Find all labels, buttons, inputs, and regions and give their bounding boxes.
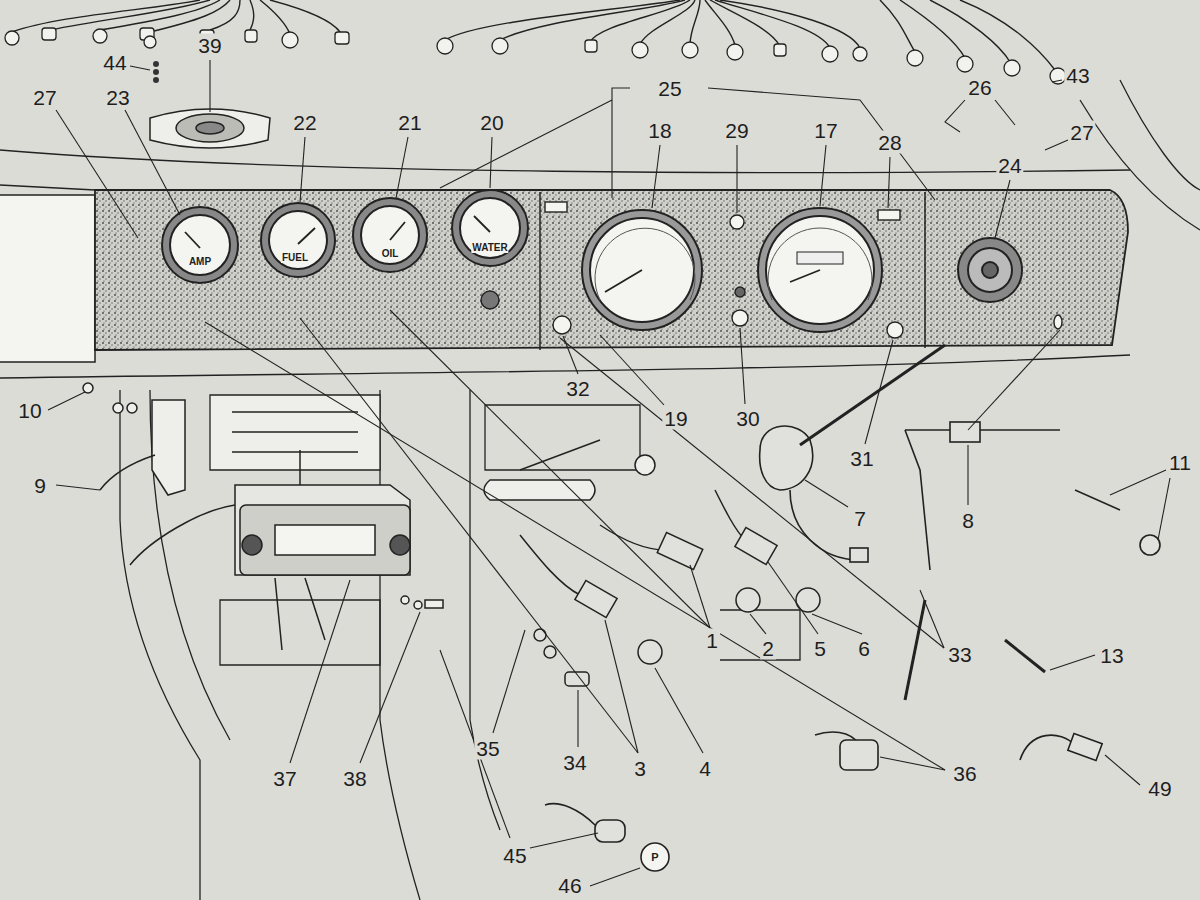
callout-number: 17	[812, 119, 839, 142]
callout-number: 33	[946, 643, 973, 666]
callout-number: 24	[996, 154, 1023, 177]
callout-number: 38	[341, 767, 368, 790]
callout-number: 4	[697, 757, 713, 780]
callout-number: 6	[856, 637, 872, 660]
callout-number: 13	[1098, 644, 1125, 667]
callout-number: 49	[1146, 777, 1173, 800]
callout-number: 20	[478, 111, 505, 134]
callout-number: 37	[271, 767, 298, 790]
callout-number: 3	[632, 757, 648, 780]
callout-number: 34	[561, 751, 588, 774]
callout-number: 27	[31, 86, 58, 109]
callout-number: 44	[101, 51, 128, 74]
callout-number: 26	[966, 76, 993, 99]
callout-number: 5	[812, 637, 828, 660]
callout-number: 7	[852, 507, 868, 530]
gauge-label: OIL	[381, 249, 400, 259]
callout-number: 29	[723, 119, 750, 142]
callout-number: 25	[656, 77, 683, 100]
callout-number: 32	[564, 377, 591, 400]
callout-number: 31	[848, 447, 875, 470]
knob-label: P	[650, 852, 659, 863]
callout-number: 2	[760, 637, 776, 660]
callout-number: 22	[291, 111, 318, 134]
callout-number: 19	[662, 407, 689, 430]
callout-number: 1	[704, 629, 720, 652]
callout-number: 8	[960, 509, 976, 532]
callout-number: 18	[646, 119, 673, 142]
callout-number: 27	[1068, 121, 1095, 144]
callout-number: 23	[104, 86, 131, 109]
callout-number: 30	[734, 407, 761, 430]
callout-number: 46	[556, 873, 583, 896]
callout-number: 39	[196, 34, 223, 57]
gauge-label: WATER	[471, 243, 508, 253]
callout-number: 9	[32, 474, 48, 497]
callout-number: 28	[876, 131, 903, 154]
callout-number: 10	[16, 399, 43, 422]
callout-number: 43	[1064, 64, 1091, 87]
callout-number: 11	[1167, 451, 1193, 474]
callout-number: 35	[474, 737, 501, 760]
callout-number: 45	[501, 844, 528, 867]
callout-number: 21	[396, 111, 423, 134]
callout-number: 36	[951, 762, 978, 785]
gauge-label: AMP	[188, 257, 212, 267]
gauge-label: FUEL	[281, 253, 309, 263]
